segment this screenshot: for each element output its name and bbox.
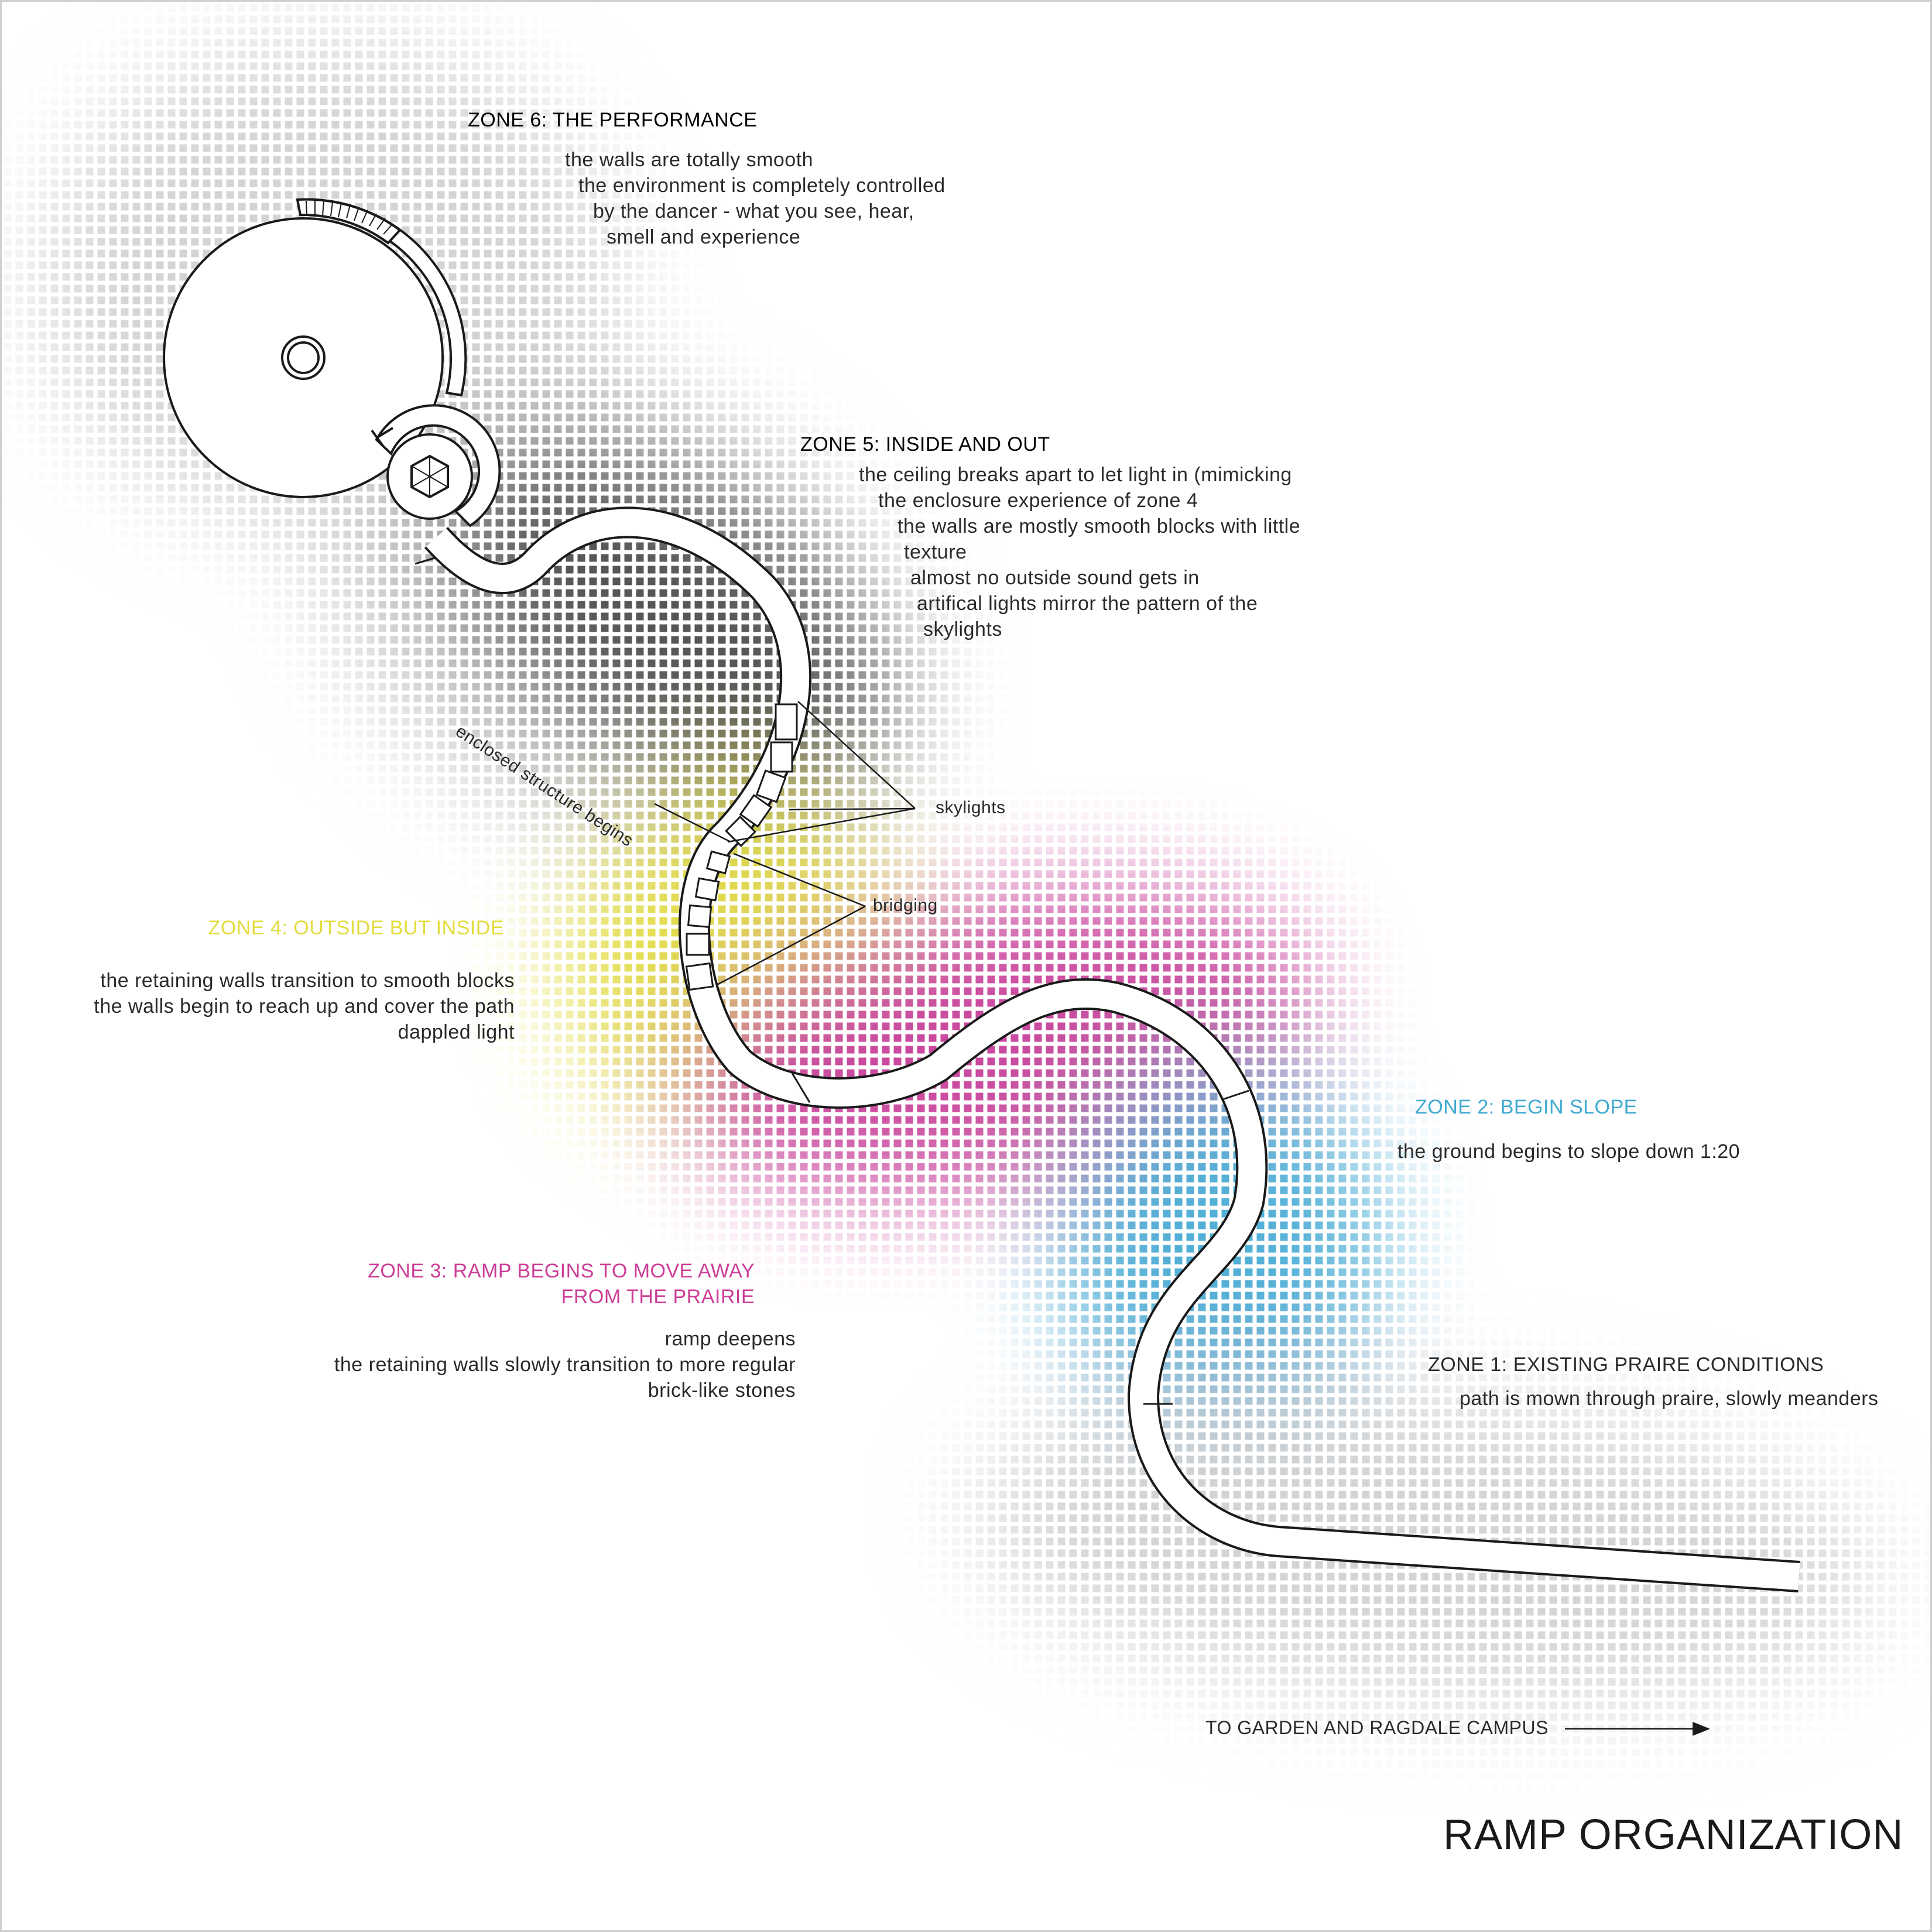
zone1-heading: ZONE 1: EXISTING PRAIRE CONDITIONS [1428,1354,1824,1376]
zone4-line-1: the retaining walls transition to smooth… [100,970,515,992]
door-jamb [375,427,394,439]
zone2-heading: ZONE 2: BEGIN SLOPE [1415,1096,1638,1118]
skylights-leader [789,807,916,811]
vestibule-ring [375,404,501,527]
zone4-heading: ZONE 4: OUTSIDE BUT INSIDE [208,917,504,939]
stair-lines [306,200,393,235]
bridging-leader [715,905,866,986]
zone6-line-4: smell and experience [607,226,801,248]
skylights-leader [727,807,916,843]
zone5-line-7: skylights [923,618,1002,640]
zone-divider [415,557,436,565]
zone3-line-1: ramp deepens [664,1328,796,1350]
ramp-path [415,506,1800,1592]
ramp-outline-inner [426,509,1800,1590]
zone6-line-2: the environment is completely controlled [578,174,946,197]
bridging-label: bridging [873,896,938,915]
zone2-line-1: the ground begins to slope down 1:20 [1397,1140,1741,1163]
zone3-line-3: brick-like stones [648,1379,796,1402]
enclosed-leader [654,803,731,843]
center-column-inner [287,341,320,374]
zone5-line-6: artifical lights mirror the pattern of t… [917,592,1258,615]
zone6-line-1: the walls are totally smooth [565,149,814,171]
zone-divider [1222,1090,1249,1101]
performance-building [163,198,501,527]
bridging-block [687,904,712,929]
skylight-block [739,794,773,828]
skylight-block [775,703,798,741]
zone6-line-3: by the dancer - what you see, hear, [593,200,914,222]
skylights-leader [797,701,916,809]
zone1-line-1: path is mown through praire, slowly mean… [1460,1388,1879,1410]
page-title: RAMP ORGANIZATION [1443,1811,1904,1858]
zone6-heading: ZONE 6: THE PERFORMANCE [468,109,758,131]
zone5-line-2: the enclosure experience of zone 4 [878,489,1198,512]
skylight-block [770,741,793,773]
zone-divider [791,1073,811,1103]
zone5-line-1: the ceiling breaks apart to let light in… [859,464,1292,486]
bridging-block [686,933,710,956]
arrow-right-icon [1693,1722,1710,1736]
zone4-line-3: dappled light [398,1021,515,1043]
zone3-heading-2: FROM THE PRAIRIE [561,1286,755,1308]
zone5-line-4: texture [904,541,967,563]
zone4-line-2: the walls begin to reach up and cover th… [94,995,515,1018]
zone3-line-2: the retaining walls slowly transition to… [334,1354,796,1376]
leader-lines [654,701,1710,1736]
zone3-heading-1: ZONE 3: RAMP BEGINS TO MOVE AWAY [368,1260,755,1282]
skylights-label: skylights [936,798,1006,817]
skylight-block [755,769,787,803]
bridging-block [694,877,720,902]
zone5-heading: ZONE 5: INSIDE AND OUT [800,433,1050,455]
zone5-line-5: almost no outside sound gets in [910,567,1200,589]
garden-label: TO GARDEN AND RAGDALE CAMPUS [1205,1717,1549,1738]
bridging-block [705,850,731,875]
bridging-block [685,962,714,991]
bridging-segments [685,703,798,991]
bridging-leader [733,852,866,907]
zone5-line-3: the walls are mostly smooth blocks with … [898,515,1301,537]
